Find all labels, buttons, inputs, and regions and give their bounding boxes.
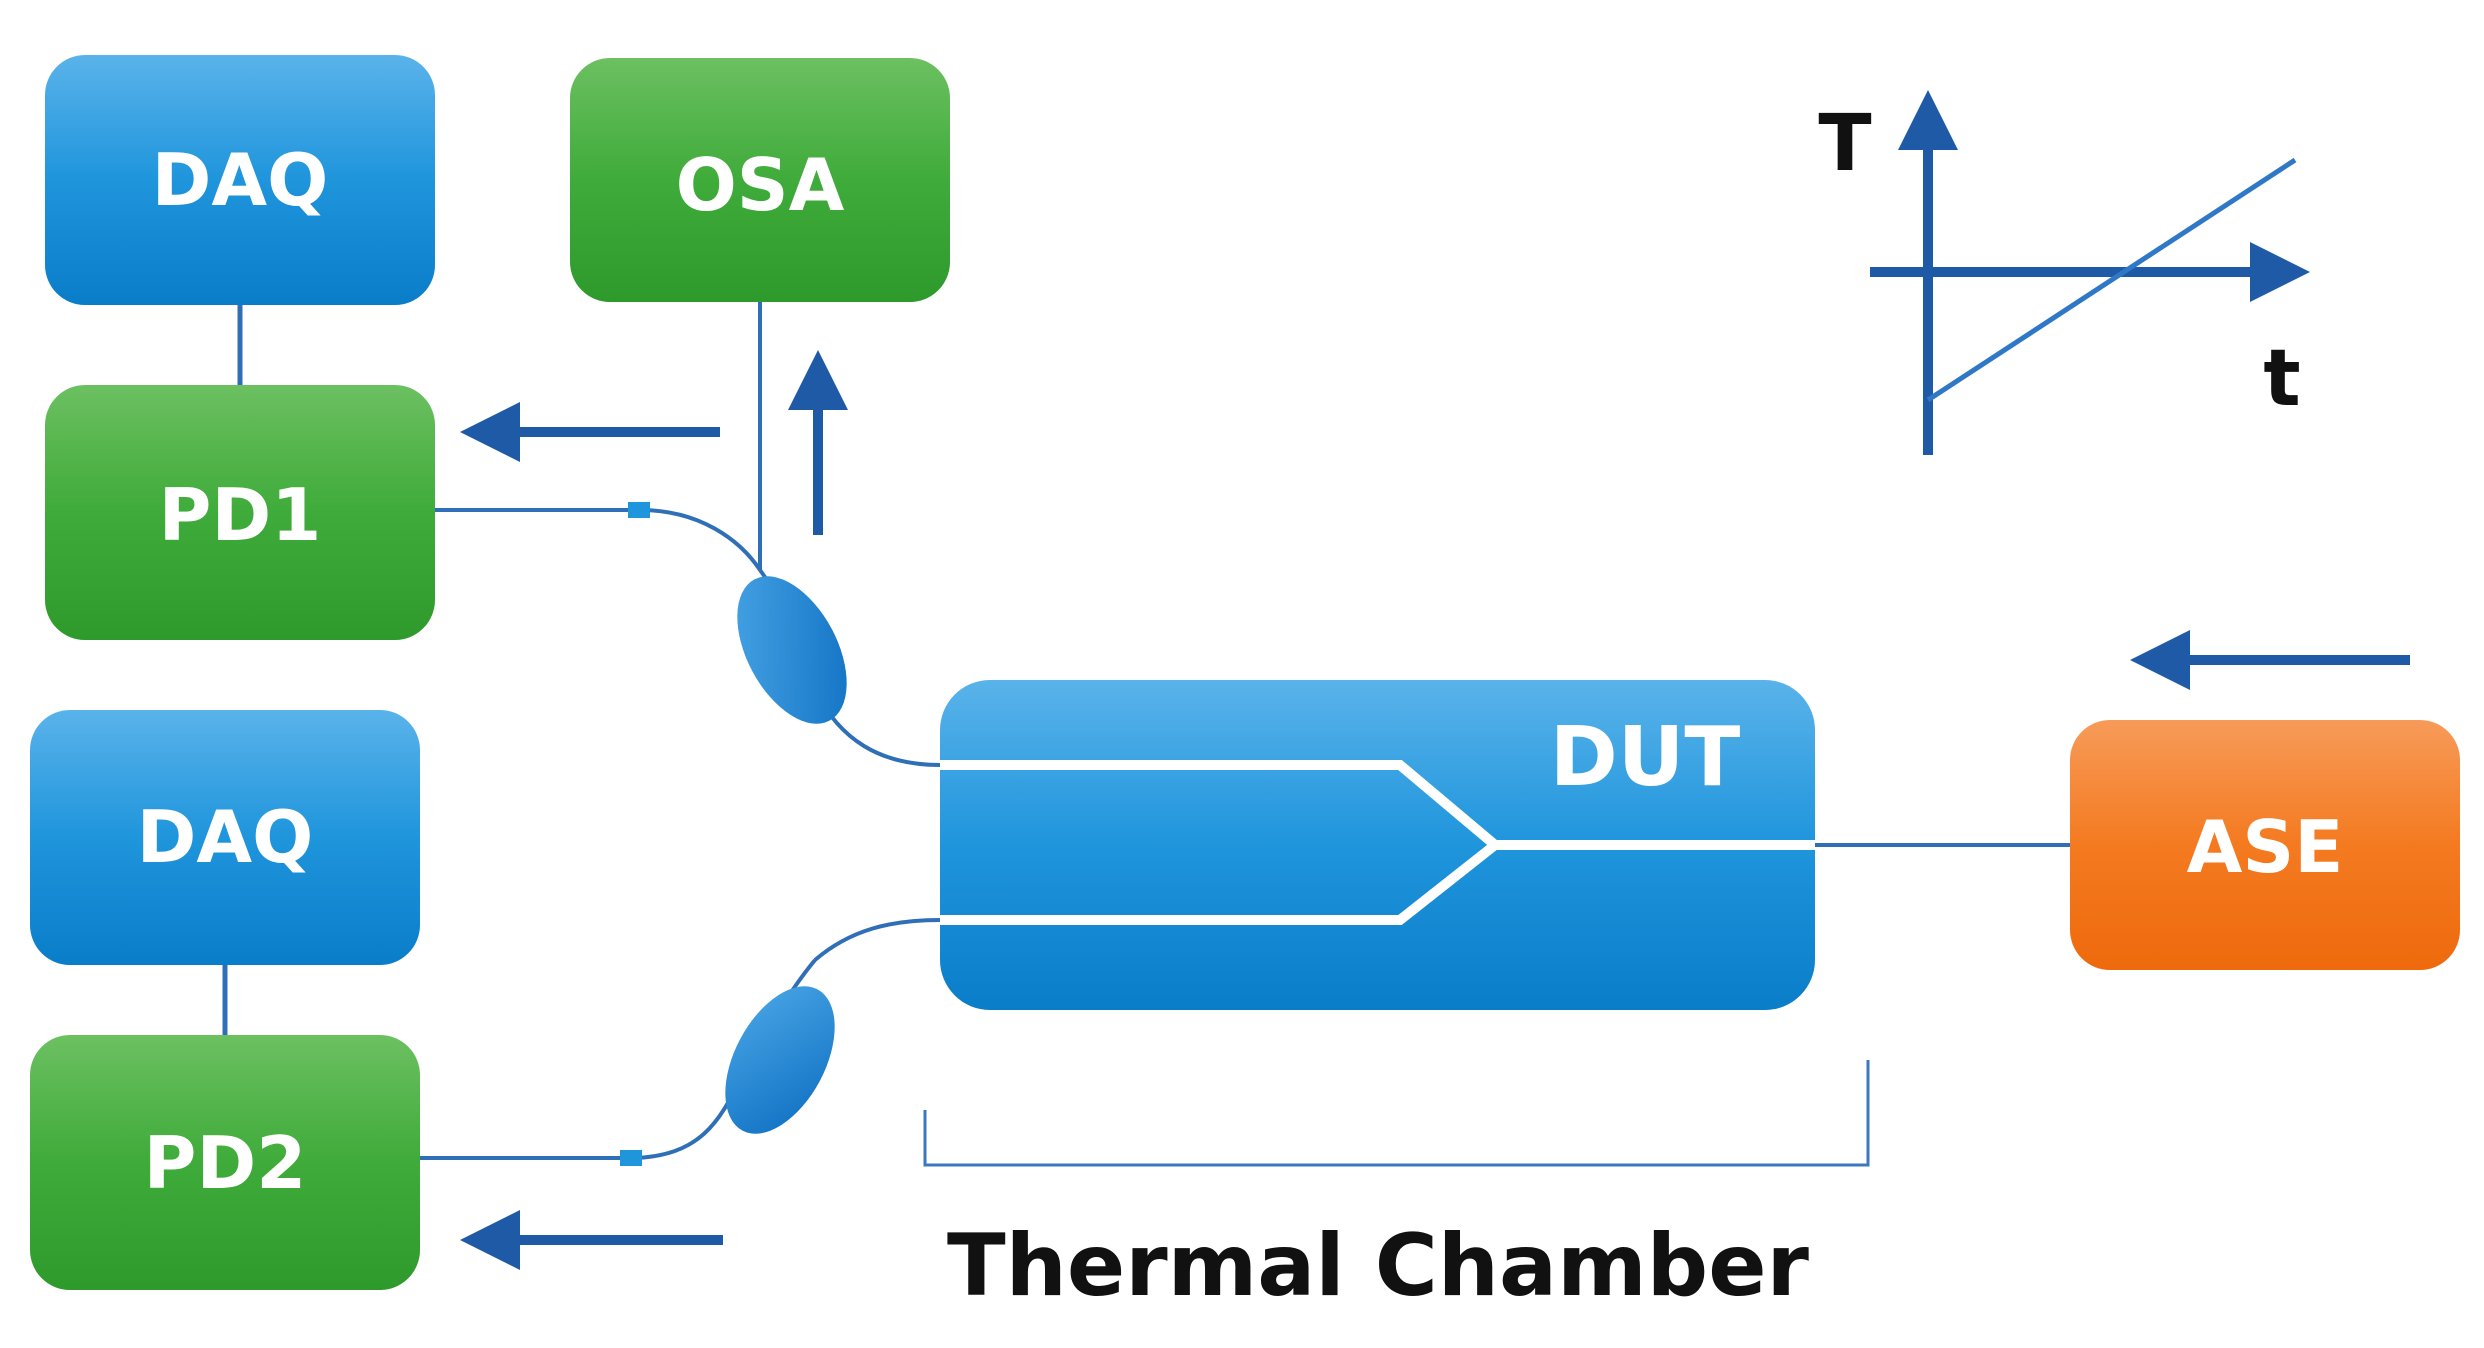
dut-box: DUT [940, 680, 1815, 1010]
ase-box: ASE [2070, 720, 2460, 970]
daq-bottom-label: DAQ [137, 795, 314, 879]
lower-fiber [420, 918, 941, 1160]
inset-ramp-line [1926, 157, 2297, 403]
upper-connector [628, 502, 650, 518]
thermal-chamber-bracket [923, 1060, 1870, 1167]
pd2-box: PD2 [30, 1035, 420, 1290]
daq-top-box: DAQ [45, 55, 435, 305]
osa-label: OSA [676, 143, 845, 227]
thermal-chamber-label: Thermal Chamber [947, 1216, 1810, 1316]
osa-box: OSA [570, 58, 950, 302]
ase-label: ASE [2187, 805, 2344, 889]
inset-upper-axis-label: T [1818, 99, 1871, 189]
daq-bottom-box: DAQ [30, 710, 420, 965]
pd1-box: PD1 [45, 385, 435, 640]
lower-coupler [725, 986, 835, 1134]
upper-fiber [435, 508, 941, 767]
upper-coupler [737, 576, 847, 724]
inset-lower-axis-label: t [2263, 334, 2300, 424]
temperature-ramp-inset: T t [1818, 90, 2310, 455]
pd1-label: PD1 [159, 473, 322, 557]
dut-label: DUT [1550, 710, 1741, 805]
dut-waveguide [940, 760, 1815, 925]
pd2-label: PD2 [144, 1121, 307, 1205]
daq-top-label: DAQ [152, 138, 329, 222]
lower-connector [620, 1150, 642, 1166]
